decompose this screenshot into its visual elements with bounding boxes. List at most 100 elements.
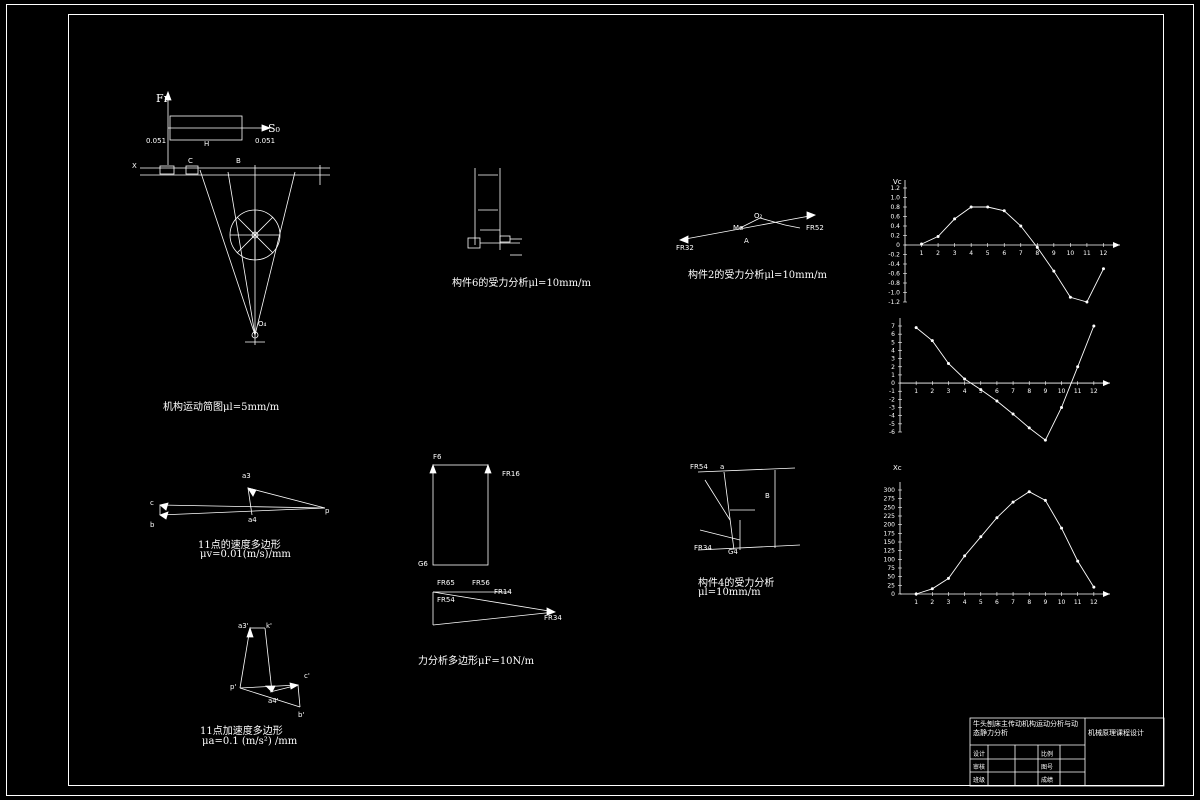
data-point <box>1011 412 1015 416</box>
data-point <box>1060 526 1064 530</box>
g6-label: G6 <box>418 560 428 568</box>
data-point <box>1002 209 1006 213</box>
x-tick-label: 3 <box>947 599 951 606</box>
inner-border <box>68 14 1164 786</box>
x-axis-arrow <box>1103 591 1110 597</box>
data-point <box>914 592 918 596</box>
acc-b-label: b' <box>298 711 305 719</box>
frz-label: FR52 <box>806 224 824 232</box>
y-tick-label: 0 <box>896 242 900 249</box>
y-tick-label: 0.4 <box>890 223 900 230</box>
member4-caption: 构件4的受力分析 <box>698 578 775 589</box>
velocity-polygon <box>159 487 326 520</box>
data-point <box>936 234 940 238</box>
y-tick-label: -4 <box>889 413 895 420</box>
fr65-label: FR65 <box>437 579 455 587</box>
c-label: C <box>188 157 193 165</box>
data-point <box>995 399 999 403</box>
title-block-title: 牛头刨床主传动机构运动分析与动态静力分析 <box>973 720 1078 737</box>
x-tick-label: 9 <box>1043 388 1047 395</box>
me-label: Me <box>733 224 744 232</box>
velocity-caption: 11点的速度多边形 <box>198 540 281 551</box>
fr16-label: FR16 <box>502 470 520 478</box>
acc-k-label: k' <box>266 622 272 630</box>
x-tick-label: 9 <box>1052 250 1056 257</box>
vel-a4-label: a4 <box>248 516 257 524</box>
y-tick-label: -2 <box>889 396 895 403</box>
data-point <box>995 516 999 520</box>
fr-label: Fr <box>156 92 169 105</box>
y-tick-label: 0.8 <box>890 204 900 211</box>
y-tick-label: 4 <box>891 347 895 354</box>
vel-c-label: c <box>150 499 154 507</box>
acc-a3-label: a3' <box>238 622 249 630</box>
vel-p-label: p <box>325 507 330 515</box>
y-tick-label: 125 <box>884 548 896 555</box>
y-tick-label: 0 <box>891 591 895 598</box>
y-tick-label: 50 <box>887 574 895 581</box>
x-tick-label: 7 <box>1011 388 1015 395</box>
accel-caption: 11点加速度多边形 <box>200 726 283 737</box>
data-point <box>1092 585 1096 589</box>
x-tick-label: 4 <box>963 388 967 395</box>
y-tick-label: 6 <box>891 331 895 338</box>
y-tick-label: 0 <box>891 380 895 387</box>
x-tick-label: 3 <box>947 388 951 395</box>
right-dim: 0.051 <box>255 137 276 145</box>
y-tick-label: 1 <box>891 372 895 379</box>
data-point <box>1043 438 1047 442</box>
b-label: B <box>236 157 241 165</box>
y-tick-label: 75 <box>887 565 895 572</box>
x-tick-label: 6 <box>995 599 999 606</box>
outer-border <box>6 4 1194 796</box>
y-tick-label: 150 <box>884 539 896 546</box>
fr32-label: FR32 <box>676 244 694 252</box>
o2-label: O₂ <box>754 212 763 220</box>
y-tick-label: -1.2 <box>888 299 900 306</box>
x-label: X <box>132 162 137 170</box>
m4-fr54-label: FR54 <box>690 463 708 471</box>
m4-a-label: a <box>720 463 725 471</box>
data-point <box>1011 500 1015 504</box>
x-tick-label: 12 <box>1090 599 1098 606</box>
member4-scale: μl=10mm/m <box>698 587 761 598</box>
velocity-scale: μv=0.01(m/s)/mm <box>200 549 291 560</box>
x-tick-label: 1 <box>920 250 924 257</box>
data-point <box>1101 267 1105 271</box>
velocity-chart: 1.21.00.80.60.40.20-0.2-0.4-0.6-0.8-1.0-… <box>888 180 1120 306</box>
acc-a4-label: a4' <box>268 697 279 705</box>
tb-row-1: 设计 <box>973 751 986 758</box>
tb-cell-2: 图号 <box>1041 764 1054 771</box>
fr34-label: FR34 <box>544 614 562 622</box>
a-label: A <box>744 237 749 245</box>
x-tick-label: 2 <box>936 250 940 257</box>
y-tick-label: 275 <box>884 496 896 503</box>
tb-row-2: 审核 <box>973 764 986 771</box>
data-point <box>946 576 950 580</box>
data-point <box>946 362 950 366</box>
series-line <box>916 491 1095 595</box>
accel-polygon <box>239 626 301 708</box>
data-point <box>953 217 957 221</box>
data-point <box>1052 269 1056 273</box>
force-poly-caption: 力分析多边形μF=10N/m <box>418 656 535 667</box>
data-point <box>930 339 934 343</box>
vel-b-label: b <box>150 521 155 529</box>
series-line <box>915 325 1095 441</box>
y-tick-label: -5 <box>889 421 895 428</box>
mechanism-caption: 机构运动简图μl=5mm/m <box>163 402 280 413</box>
fr14-label: FR14 <box>494 588 512 596</box>
x-tick-label: 5 <box>979 599 983 606</box>
x-tick-label: 10 <box>1058 599 1066 606</box>
data-point <box>1027 490 1031 494</box>
member2-caption: 构件2的受力分析μl=10mm/m <box>688 270 827 281</box>
x-tick-label: 11 <box>1074 388 1082 395</box>
data-point <box>1076 559 1080 563</box>
y-tick-label: -0.4 <box>888 261 900 268</box>
x-tick-label: 6 <box>995 388 999 395</box>
y-tick-label: 0.2 <box>890 233 900 240</box>
m4-b-label: B <box>765 492 770 500</box>
accel-scale: μa=0.1 (m/s²) /mm <box>202 736 298 747</box>
data-point <box>914 326 918 330</box>
